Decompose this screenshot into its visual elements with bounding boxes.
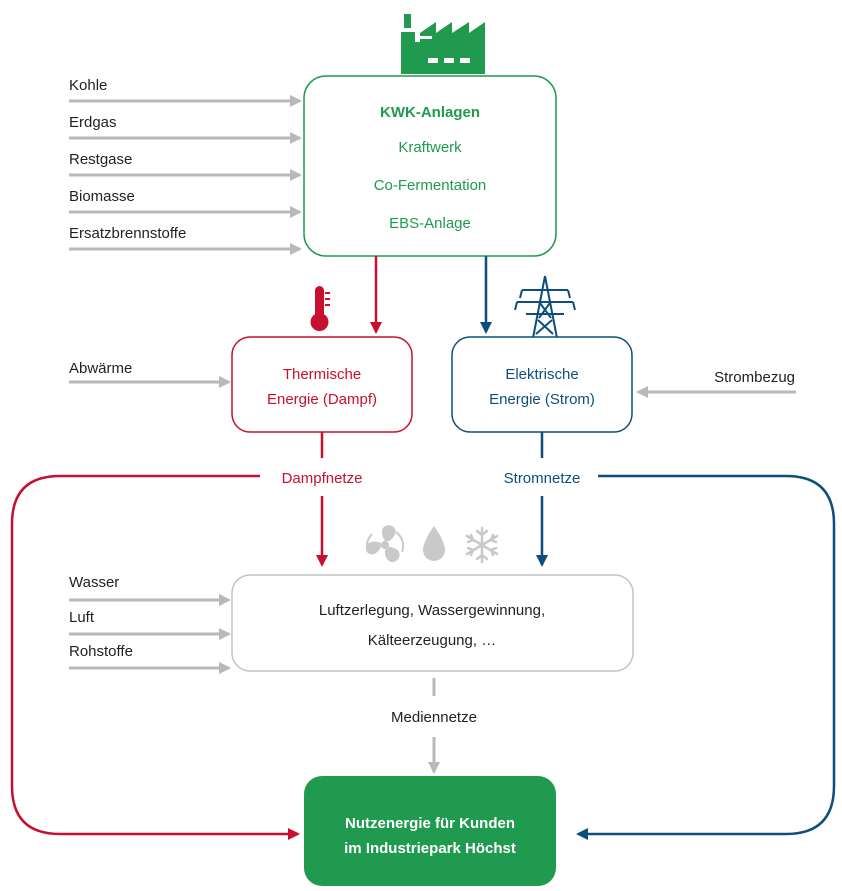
media-box: [231, 574, 634, 672]
factory-icon: [401, 14, 485, 74]
input-label-luft: Luft: [69, 609, 95, 626]
final-energy-box: [304, 776, 556, 886]
final-box-line2: im Industriepark Höchst: [344, 840, 516, 857]
snowflake-icon: [465, 526, 499, 564]
thermal-box-line2: Energie (Dampf): [267, 391, 377, 408]
input-label-abwaerme: Abwärme: [69, 360, 132, 377]
electric-box-line2: Energie (Strom): [489, 391, 595, 408]
media-box-line1: Luftzerlegung, Wassergewinnung,: [319, 602, 545, 619]
electric-box-line1: Elektrische: [505, 366, 578, 383]
input-label-rohstoffe: Rohstoffe: [69, 643, 133, 660]
input-label-erdgas: Erdgas: [69, 114, 117, 131]
input-label-restgase: Restgase: [69, 151, 132, 168]
kwk-item-ebs-anlage: EBS-Anlage: [389, 215, 471, 232]
water-drop-icon: [423, 526, 445, 561]
electric-energy-box: [451, 336, 633, 433]
kwk-item-co-fermentation: Co-Fermentation: [374, 177, 487, 194]
red-loop-to-final: [10, 474, 300, 840]
input-label-ersatzbrennstoffe: Ersatzbrennstoffe: [69, 225, 186, 242]
power-pylon-icon: [514, 275, 576, 339]
kwk-box: [303, 75, 557, 257]
thermal-energy-box: [231, 336, 413, 433]
mediennetze-label: Mediennetze: [391, 709, 477, 726]
stromnetze-label: Stromnetze: [504, 470, 581, 487]
kwk-item-kraftwerk: Kraftwerk: [398, 139, 462, 156]
kwk-title: KWK-Anlagen: [380, 104, 480, 121]
thermometer-icon: [310, 286, 330, 331]
fuel-inputs: Kohle Erdgas Restgase Biomasse Ersatzbre…: [69, 77, 302, 255]
final-box-line1: Nutzenergie für Kunden: [345, 815, 515, 832]
media-inputs: Wasser Luft Rohstoffe: [69, 574, 231, 674]
thermal-box-line1: Thermische: [283, 366, 361, 383]
fan-icon: [365, 525, 405, 563]
media-box-line2: Kälteerzeugung, …: [368, 632, 496, 649]
dampfnetze-label: Dampfnetze: [282, 470, 363, 487]
blue-loop-to-final: [576, 474, 836, 840]
input-label-biomasse: Biomasse: [69, 188, 135, 205]
input-label-kohle: Kohle: [69, 77, 107, 94]
input-label-wasser: Wasser: [69, 574, 119, 591]
input-label-strombezug: Strombezug: [714, 369, 795, 386]
